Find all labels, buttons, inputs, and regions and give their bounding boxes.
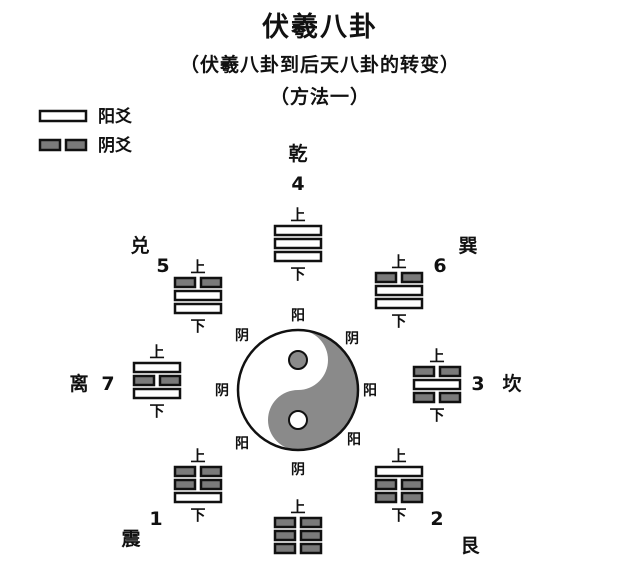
trigram-kan-line-1-yin-right — [438, 365, 462, 378]
taiji-label-top: 阳 — [291, 308, 305, 324]
trigram-li-name: 离 — [69, 372, 88, 395]
trigram-qian-top-label: 上 — [290, 206, 305, 224]
trigram-qian-line-3-yang — [273, 250, 323, 263]
trigram-gen-line-2-yin-left — [374, 478, 398, 491]
taiji-label-right: 阳 — [363, 383, 377, 399]
trigram-xun-bottom-label: 下 — [391, 312, 406, 330]
taiji-lower-dot — [288, 410, 308, 430]
trigram-zhen-line-1-yin-right — [199, 465, 223, 478]
trigram-kan-top-label: 上 — [429, 347, 444, 365]
trigram-kun-line-2-yin-right — [299, 529, 323, 542]
trigram-li-line-3-yang — [132, 387, 182, 400]
trigram-gen-top-label: 上 — [391, 447, 406, 465]
taiji-label-bottom: 阴 — [291, 462, 305, 478]
trigram-dui-top-label: 上 — [190, 258, 205, 276]
taiji-upper-dot — [288, 350, 308, 370]
trigram-kun-line-3-yin-left — [273, 542, 297, 555]
method-label: （方法一） — [269, 86, 370, 108]
trigram-xun-line-3-yang — [374, 297, 424, 310]
trigram-dui-bottom-label: 下 — [190, 317, 205, 335]
trigram-xun-top-label: 上 — [391, 253, 406, 271]
trigram-kan-number: 3 — [471, 373, 484, 395]
trigram-li-line-2-yin-left — [132, 374, 156, 387]
trigram-gen-line-3-yin-left — [374, 491, 398, 504]
trigram-dui-line-2-yang — [173, 289, 223, 302]
trigram-qian-line-2-yang — [273, 237, 323, 250]
trigram-dui-line-3-yang — [173, 302, 223, 315]
trigram-dui-line-1-yin-right — [199, 276, 223, 289]
taiji-label-upper-left: 阴 — [235, 328, 249, 344]
taiji-label-lower-left: 阳 — [235, 436, 249, 452]
trigram-kun-line-3-yin-right — [299, 542, 323, 555]
trigram-qian-number: 4 — [291, 173, 304, 195]
trigram-kun-line-1-yin-right — [299, 516, 323, 529]
legend-yang-line — [38, 109, 88, 123]
trigram-zhen-name: 震 — [121, 528, 141, 550]
trigram-xun-line-2-yang — [374, 284, 424, 297]
trigram-xun-line-1-yin-right — [400, 271, 424, 284]
trigram-li-line-2-yin-right — [158, 374, 182, 387]
trigram-kun-top-label: 上 — [290, 498, 305, 516]
trigram-qian-bottom-label: 下 — [290, 265, 305, 283]
trigram-gen-bottom-label: 下 — [391, 506, 406, 524]
taiji-outline — [236, 328, 360, 452]
legend-label-yang: 阳爻 — [98, 106, 132, 127]
trigram-zhen-number: 1 — [149, 508, 162, 530]
trigram-kan-bottom-label: 下 — [429, 406, 444, 424]
trigram-li-line-1-yang — [132, 361, 182, 374]
trigram-gen-line-2-yin-right — [400, 478, 424, 491]
trigram-zhen-bottom-label: 下 — [190, 506, 205, 524]
trigram-zhen-line-2-yin-left — [173, 478, 197, 491]
trigram-kan-name: 坎 — [502, 372, 521, 395]
trigram-dui-name: 兑 — [130, 234, 149, 257]
trigram-xun-line-1-yin-left — [374, 271, 398, 284]
legend-label-yin: 阴爻 — [98, 135, 132, 156]
legend-yin-line-right — [64, 138, 88, 152]
trigram-li-bottom-label: 下 — [149, 402, 164, 420]
trigram-gen-line-1-yang — [374, 465, 424, 478]
trigram-gen-name: 艮 — [460, 535, 480, 557]
trigram-kan-line-2-yang — [412, 378, 462, 391]
trigram-kan-line-1-yin-left — [412, 365, 436, 378]
trigram-kan-line-3-yin-left — [412, 391, 436, 404]
page-subtitle: （伏羲八卦到后天八卦的转变） — [179, 54, 460, 76]
legend-yin-line-left — [38, 138, 62, 152]
trigram-dui-number: 5 — [156, 255, 169, 277]
trigram-gen-line-3-yin-right — [400, 491, 424, 504]
taiji-label-left: 阴 — [215, 383, 229, 399]
trigram-li-top-label: 上 — [149, 343, 164, 361]
trigram-gen-number: 2 — [430, 508, 443, 530]
trigram-xun-number: 6 — [433, 255, 446, 277]
taiji-label-upper-right: 阴 — [345, 331, 359, 347]
trigram-xun-name: 巽 — [458, 235, 477, 257]
trigram-li-number: 7 — [101, 373, 114, 395]
trigram-zhen-line-1-yin-left — [173, 465, 197, 478]
trigram-zhen-line-2-yin-right — [199, 478, 223, 491]
trigram-zhen-top-label: 上 — [190, 447, 205, 465]
trigram-qian-line-1-yang — [273, 224, 323, 237]
trigram-kun-line-1-yin-left — [273, 516, 297, 529]
trigram-qian-name: 乾 — [288, 142, 307, 165]
trigram-zhen-line-3-yang — [173, 491, 223, 504]
page-title: 伏羲八卦 — [262, 12, 378, 43]
trigram-kun-line-2-yin-left — [273, 529, 297, 542]
trigram-dui-line-1-yin-left — [173, 276, 197, 289]
trigram-kan-line-3-yin-right — [438, 391, 462, 404]
taiji-label-lower-right: 阳 — [347, 432, 361, 448]
